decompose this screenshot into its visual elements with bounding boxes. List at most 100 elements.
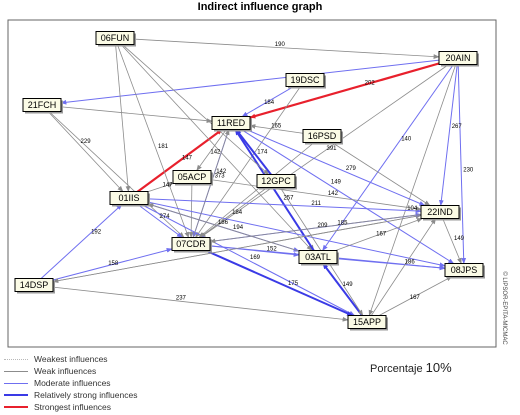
node-20ain: 20AIN — [438, 51, 479, 67]
node-label: 16PSD — [308, 131, 337, 141]
legend-label-rel-strong: Relatively strong influences — [34, 390, 138, 400]
node-label: 11RED — [217, 118, 246, 128]
node-box — [95, 31, 135, 45]
node-12gpc: 12GPC — [256, 174, 297, 190]
node-21fch: 21FCH — [22, 98, 63, 114]
edge-06fun-to-01iis — [114, 37, 131, 193]
legend-swatch-rel-strong — [4, 394, 28, 396]
edge-label: 211 — [311, 201, 321, 207]
node-05acp: 05ACP — [172, 170, 213, 186]
node-19dsc: 19DSC — [285, 73, 326, 89]
edge-label: 391 — [327, 146, 338, 152]
node-14dsp: 14DSP — [14, 278, 55, 294]
edge-label: 142 — [216, 169, 227, 175]
legend-swatch-strongest — [4, 406, 28, 408]
edge-20ain-to-21fch — [60, 57, 459, 105]
edge-label: 190 — [275, 42, 286, 48]
edge-20ain-to-15app — [368, 57, 459, 317]
node-22ind: 22IND — [420, 205, 461, 221]
legend-label-strongest: Strongest influences — [34, 402, 112, 412]
legend-swatch-weakest — [4, 358, 28, 360]
edge-01iis-to-11red — [128, 128, 223, 199]
edge-06fun-to-07cdr — [114, 37, 189, 239]
edge-20ain-to-22ind — [439, 57, 459, 207]
edge-15app-to-08jps — [366, 276, 453, 323]
edge-14dsp-to-07cdr — [33, 248, 173, 286]
node-label: 15APP — [353, 317, 381, 327]
edge-label: 229 — [81, 139, 92, 145]
edge-label: 209 — [318, 223, 329, 229]
edge-03atl-to-01iis — [147, 203, 319, 258]
node-label: 01IIS — [118, 193, 139, 203]
node-07cdr: 07CDR — [171, 237, 212, 253]
node-box — [298, 250, 338, 264]
edge-label: 158 — [108, 261, 119, 267]
edge-label: 373 — [215, 174, 226, 180]
edge-06fun-to-12gpc — [114, 37, 270, 175]
legend-swatch-weak — [4, 370, 28, 372]
edge-label: 186 — [218, 220, 229, 226]
edge-label: 202 — [365, 80, 376, 86]
edge-05acp-to-22ind — [191, 176, 422, 211]
edge-label: 149 — [331, 180, 342, 186]
edge-label: 184 — [232, 210, 243, 216]
node-08jps: 08JPS — [444, 263, 485, 279]
edge-label: 147 — [163, 183, 174, 189]
edge-label: 174 — [257, 149, 268, 155]
edge-20ain-to-03atl — [322, 57, 459, 251]
edge-11red-to-08jps — [230, 122, 455, 264]
edge-01iis-to-15app — [128, 197, 356, 316]
node-label: 14DSP — [20, 280, 49, 290]
edge-20ain-to-08jps — [457, 57, 467, 265]
edge-label: 167 — [410, 295, 421, 301]
graph-frame — [7, 19, 497, 348]
edge-label: 167 — [376, 231, 387, 237]
copyright-credit: © LIPSOR-EPITA-MICMAC — [501, 271, 507, 345]
edge-05acp-to-07cdr — [188, 176, 194, 239]
node-box — [172, 170, 212, 184]
edge-label: 230 — [463, 167, 474, 173]
node-15app: 15APP — [347, 315, 388, 331]
node-box — [347, 315, 387, 329]
edge-labels-layer: 2021472672301403911041901811842291653732… — [81, 42, 474, 301]
edge-07cdr-to-15app — [190, 243, 353, 317]
node-label: 05ACP — [178, 172, 207, 182]
edge-label: 142 — [328, 191, 339, 197]
node-box — [285, 73, 325, 87]
edge-15app-to-22ind — [366, 218, 437, 323]
legend-swatch-moderate — [4, 382, 28, 384]
node-01iis: 01IIS — [109, 191, 150, 207]
legend-item-weak: Weak influences — [4, 365, 137, 377]
node-03atl: 03ATL — [298, 250, 339, 266]
node-label: 19DSC — [290, 75, 320, 85]
node-box — [22, 98, 62, 112]
edge-label: 165 — [271, 123, 282, 129]
node-box — [171, 237, 211, 251]
edge-label: 186 — [405, 260, 416, 266]
edge-label: 185 — [337, 220, 348, 226]
node-16psd: 16PSD — [302, 129, 343, 145]
edge-label: 184 — [264, 100, 275, 106]
node-box — [438, 51, 478, 65]
node-box — [14, 278, 54, 292]
porcentaje-unit: % — [440, 360, 452, 375]
edge-22ind-to-08jps — [439, 211, 462, 265]
node-box — [444, 263, 484, 277]
edge-label: 149 — [454, 236, 465, 242]
edge-label: 175 — [288, 281, 299, 287]
porcentaje-label: Porcentaje — [370, 363, 423, 375]
legend-item-strongest: Strongest influences — [4, 401, 137, 413]
edge-20ain-to-07cdr — [199, 57, 459, 238]
node-label: 20AIN — [445, 53, 470, 63]
edge-label: 147 — [182, 156, 193, 162]
edge-label: 194 — [233, 225, 244, 231]
edge-label: 149 — [343, 282, 354, 288]
legend-item-moderate: Moderate influences — [4, 377, 137, 389]
edge-06fun-to-03atl — [114, 37, 313, 251]
node-label: 03ATL — [305, 252, 331, 262]
legend-label-moderate: Moderate influences — [34, 378, 111, 388]
edge-20ain-to-11red — [249, 56, 459, 119]
node-11red: 11RED — [211, 116, 252, 132]
edge-label: 237 — [176, 296, 187, 302]
